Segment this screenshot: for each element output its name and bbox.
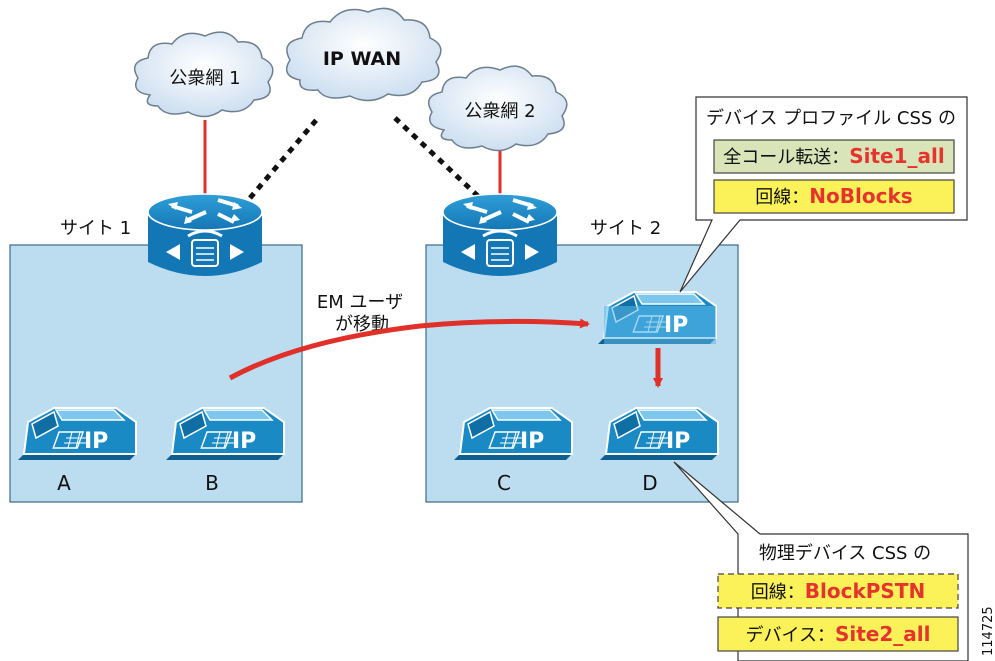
ipwan-cloud bbox=[285, 7, 442, 102]
phone-b-label: B bbox=[205, 471, 219, 495]
device-profile-row2: 回線：NoBlocks bbox=[755, 184, 912, 208]
device-profile-callout bbox=[679, 96, 968, 293]
site2-area bbox=[425, 244, 739, 503]
site1-router-icon bbox=[146, 192, 264, 278]
wan-link-site1 bbox=[248, 116, 320, 200]
physical-device-row1: 回線：BlockPSTN bbox=[751, 579, 925, 603]
phone-a-label: A bbox=[57, 471, 71, 495]
em-move-label-line2: が移動 bbox=[335, 314, 389, 335]
physical-device-row2: デバイス：Site2_all bbox=[746, 622, 931, 646]
device-profile-title: デバイス プロファイル CSS の bbox=[706, 108, 956, 129]
phone-d-ip-text: IP bbox=[666, 429, 690, 454]
phone-moved-ip-text: IP bbox=[664, 313, 688, 338]
pstn2-cloud bbox=[427, 65, 568, 152]
physical-device-callout bbox=[673, 461, 969, 661]
site2-router-icon bbox=[441, 192, 559, 278]
em-move-arrow bbox=[228, 318, 590, 381]
pstn2-label: 公衆網 2 bbox=[464, 101, 535, 122]
pstn1-label: 公衆網 1 bbox=[169, 68, 240, 89]
phone-b-ip-text: IP bbox=[232, 429, 256, 454]
site1-area bbox=[9, 244, 303, 503]
wan-link-site2 bbox=[393, 116, 482, 200]
phone-moved-icon bbox=[597, 291, 717, 345]
ipwan-label: IP WAN bbox=[323, 48, 401, 70]
phone-c-label: C bbox=[497, 471, 511, 495]
em-move-label-line1: EM ユーザ bbox=[317, 292, 403, 313]
site1-label: サイト 1 bbox=[60, 218, 131, 239]
figure-id: 114725 bbox=[981, 606, 995, 656]
physical-device-title: 物理デバイス CSS の bbox=[759, 543, 931, 564]
phone-c-ip-text: IP bbox=[520, 429, 544, 454]
device-profile-row1: 全コール転送：Site1_all bbox=[723, 144, 945, 168]
pstn1-cloud bbox=[133, 31, 274, 118]
phone-a-ip-text: IP bbox=[84, 429, 108, 454]
phone-d-label: D bbox=[642, 471, 657, 495]
site2-label: サイト 2 bbox=[590, 218, 661, 239]
